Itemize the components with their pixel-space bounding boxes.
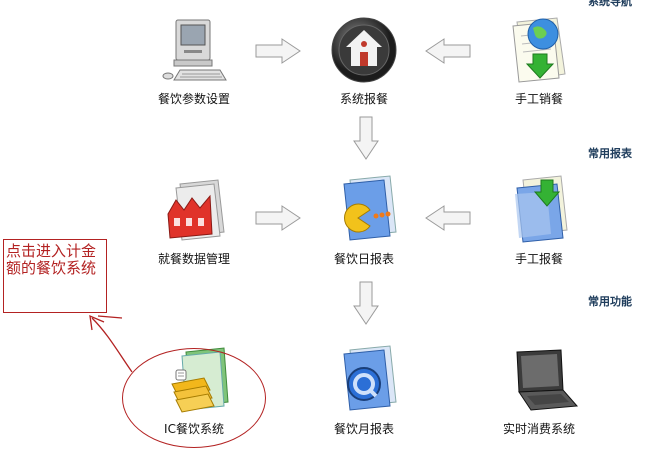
arrow-right-icon — [255, 205, 301, 231]
node-monthly-report[interactable]: 餐饮月报表 — [309, 344, 419, 437]
globe-download-icon — [499, 14, 579, 86]
node-label: 餐饮参数设置 — [157, 92, 230, 106]
arrow-left-icon — [425, 38, 471, 64]
arrow-right-icon — [255, 38, 301, 64]
node-label: 系统报餐 — [339, 92, 388, 106]
node-label: 就餐数据管理 — [157, 252, 230, 266]
home-icon — [324, 14, 404, 86]
node-meal-data[interactable]: 就餐数据管理 — [139, 174, 249, 267]
node-manual-cancel[interactable]: 手工销餐 — [484, 14, 594, 107]
computer-icon — [154, 14, 234, 86]
annotation-note: 点击进入计金 额的餐饮系统 — [3, 239, 107, 313]
node-label: 餐饮日报表 — [333, 252, 394, 266]
arrow-down-icon — [353, 281, 379, 325]
quicktime-folder-icon — [324, 344, 404, 416]
node-manual-report[interactable]: 手工报餐 — [484, 174, 594, 267]
node-realtime-system[interactable]: 实时消费系统 — [484, 344, 594, 437]
laptop-icon — [499, 344, 579, 416]
node-label: 手工销餐 — [514, 92, 563, 106]
factory-folder-icon — [154, 174, 234, 246]
node-label: 餐饮月报表 — [333, 422, 394, 436]
node-label: 手工报餐 — [514, 252, 563, 266]
node-daily-report[interactable]: 餐饮日报表 — [309, 174, 419, 267]
folder-download-icon — [499, 174, 579, 246]
node-system-report[interactable]: 系统报餐 — [309, 14, 419, 107]
pacman-folder-icon — [324, 174, 404, 246]
node-label: 实时消费系统 — [502, 422, 575, 436]
arrow-down-icon — [353, 116, 379, 160]
section-title-reports: 常用报表 — [588, 147, 632, 160]
highlight-oval — [122, 348, 266, 448]
section-title-functions: 常用功能 — [588, 295, 632, 308]
section-title-nav: 系统导航 — [588, 0, 632, 8]
node-settings[interactable]: 餐饮参数设置 — [139, 14, 249, 107]
annotation-line: 额的餐饮系统 — [6, 259, 97, 277]
annotation-line: 点击进入计金 — [6, 242, 97, 260]
arrow-left-icon — [425, 205, 471, 231]
